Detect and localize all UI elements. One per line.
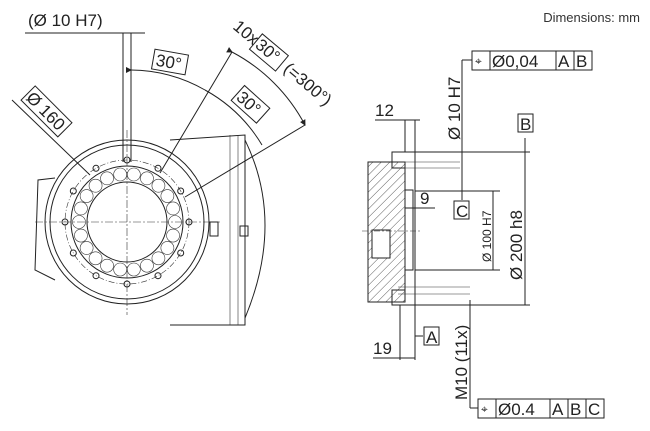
angle-1-label: 30° xyxy=(154,51,183,74)
tol-1-ref-b: B xyxy=(576,52,587,71)
angle-pattern-total: (=300°) xyxy=(280,59,335,110)
position-icon: ⌖ xyxy=(475,54,482,68)
dim-19: 19 xyxy=(373,339,392,358)
bolt-hole xyxy=(154,272,162,280)
datum-a: A xyxy=(426,328,438,347)
bearing-ball xyxy=(160,189,175,203)
dim-9: 9 xyxy=(420,189,429,208)
bolt-hole xyxy=(177,249,185,257)
bearing-ball xyxy=(100,258,114,273)
bearing-ball xyxy=(140,171,154,186)
bearing-ball xyxy=(72,215,86,229)
bolt-hole xyxy=(177,187,185,195)
bearing-ball xyxy=(166,201,180,216)
bolt-hole xyxy=(92,272,100,280)
bolt-circle-dim: Ø 160 xyxy=(22,88,68,134)
front-dimensions: (Ø 10 H7) 30° 30° 10x 30° (=300°) Ø 160 xyxy=(11,11,335,198)
bearing-ball xyxy=(140,258,154,273)
bearing-ball xyxy=(127,262,141,277)
datum-c: C xyxy=(456,202,468,221)
position-tolerance-1: ⌖ Ø0,04 A B xyxy=(471,50,593,71)
tol-1-value: Ø0,04 xyxy=(492,52,538,71)
bolt-hole xyxy=(69,187,77,195)
datum-b: B xyxy=(520,115,531,134)
bearing-ball xyxy=(166,228,180,243)
bearing-ball xyxy=(88,251,103,266)
bolt-hole xyxy=(69,249,77,257)
position-icon: ⌖ xyxy=(481,402,488,416)
bearing-ball xyxy=(151,178,166,193)
side-dimensions: 12 9 19 Ø 10 H7 Ø 100 H7 Ø 200 h8 M10 (1… xyxy=(373,50,605,419)
side-view xyxy=(362,151,470,306)
bearing-ball xyxy=(79,241,94,255)
pin-hole-dim-side: Ø 10 H7 xyxy=(445,77,464,140)
bearing-ball xyxy=(79,189,94,203)
front-view xyxy=(34,130,266,326)
bore-dim: Ø 100 H7 xyxy=(480,210,494,262)
tol-2-ref-c: C xyxy=(588,400,600,419)
thread-dim: M10 (11x) xyxy=(452,325,471,400)
bearing-ball xyxy=(74,201,88,216)
bearing-ball xyxy=(151,251,166,266)
tol-2-ref-a: A xyxy=(552,400,564,419)
tol-1-ref-a: A xyxy=(558,52,570,71)
cable-housing xyxy=(34,177,56,281)
bearing-ball xyxy=(100,171,114,186)
position-tolerance-2: ⌖ Ø0.4 A B C xyxy=(477,398,605,419)
bearing-ball xyxy=(113,167,127,182)
units-label: Dimensions: mm xyxy=(543,10,640,25)
flange-dim: Ø 200 h8 xyxy=(507,210,526,280)
bolt-hole xyxy=(154,164,162,172)
bearing-ball xyxy=(74,228,88,243)
bearing-ball xyxy=(160,241,175,255)
bearing-ball xyxy=(113,262,127,277)
motor-housing xyxy=(169,134,246,326)
bearing-ball xyxy=(127,167,141,182)
pin-hole-dim: (Ø 10 H7) xyxy=(28,11,103,30)
tol-2-value: Ø0.4 xyxy=(498,400,535,419)
tol-2-ref-b: B xyxy=(570,400,581,419)
dim-12: 12 xyxy=(375,101,394,120)
bolt-hole xyxy=(92,164,100,172)
bearing-ball xyxy=(88,178,103,193)
